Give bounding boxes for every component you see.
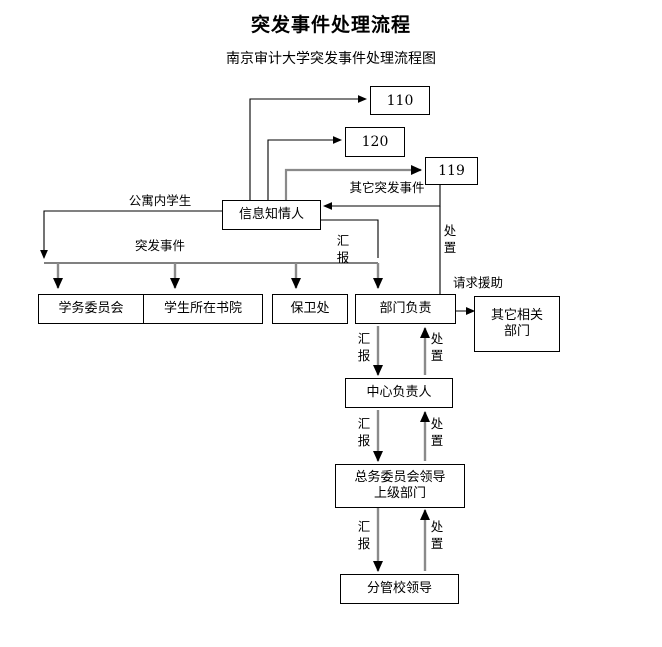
node-other-departments-line2: 部门 <box>503 324 530 339</box>
label-report-2: 汇 报 <box>357 415 371 449</box>
node-120[interactable]: 120 <box>345 127 405 157</box>
label-report-2-char2: 报 <box>357 433 371 448</box>
label-dispose-top-char2: 置 <box>443 240 457 255</box>
label-report-1-char1: 汇 <box>357 331 371 346</box>
node-student-college[interactable]: 学生所在书院 <box>143 294 263 324</box>
node-general-committee[interactable]: 总务委员会领导 上级部门 <box>335 464 465 508</box>
node-other-departments-line1: 其它相关 <box>490 308 543 323</box>
node-security-office[interactable]: 保卫处 <box>272 294 348 324</box>
label-other-incident: 其它突发事件 <box>349 180 425 195</box>
page-title: 突发事件处理流程 <box>250 14 411 36</box>
label-dispose-top: 处 置 <box>443 222 457 256</box>
label-report-informant-char1: 汇 <box>336 233 350 248</box>
node-general-committee-line1: 总务委员会领导 <box>354 470 446 485</box>
page-subtitle: 南京审计大学突发事件处理流程图 <box>226 51 436 67</box>
label-report-1-char2: 报 <box>357 348 371 363</box>
node-other-departments[interactable]: 其它相关 部门 <box>474 296 560 352</box>
label-dispose-3: 处 置 <box>430 518 444 552</box>
label-report-3-char1: 汇 <box>357 519 371 534</box>
label-dorm-incident-line1: 公寓内学生 <box>128 193 192 208</box>
label-dispose-1-char2: 置 <box>430 348 444 363</box>
label-dorm-incident-line2: 突发事件 <box>134 238 185 253</box>
label-dispose-top-char1: 处 <box>443 223 457 238</box>
label-dispose-3-char2: 置 <box>430 536 444 551</box>
node-academic-committee[interactable]: 学务委员会 <box>38 294 144 324</box>
node-school-leader[interactable]: 分管校领导 <box>340 574 459 604</box>
node-110[interactable]: 110 <box>370 86 430 115</box>
label-dispose-2: 处 置 <box>430 415 444 449</box>
label-request-assistance: 请求援助 <box>452 275 503 290</box>
label-report-2-char1: 汇 <box>357 416 371 431</box>
label-dispose-1: 处 置 <box>430 330 444 364</box>
label-dispose-3-char1: 处 <box>430 519 444 534</box>
label-report-informant-char2: 报 <box>336 250 350 265</box>
label-dispose-2-char1: 处 <box>430 416 444 431</box>
node-119[interactable]: 119 <box>425 157 478 185</box>
label-dispose-2-char2: 置 <box>430 433 444 448</box>
node-informant[interactable]: 信息知情人 <box>222 200 321 230</box>
label-report-1: 汇 报 <box>357 330 371 364</box>
node-department-head[interactable]: 部门负责 <box>355 294 456 324</box>
label-report-3-char2: 报 <box>357 536 371 551</box>
node-center-head[interactable]: 中心负责人 <box>345 378 453 408</box>
label-dispose-1-char1: 处 <box>430 331 444 346</box>
label-dorm-incident: 公寓内学生 突发事件 <box>100 163 220 283</box>
label-report-informant: 汇 报 <box>336 232 350 266</box>
node-general-committee-line2: 上级部门 <box>373 486 426 501</box>
label-report-3: 汇 报 <box>357 518 371 552</box>
